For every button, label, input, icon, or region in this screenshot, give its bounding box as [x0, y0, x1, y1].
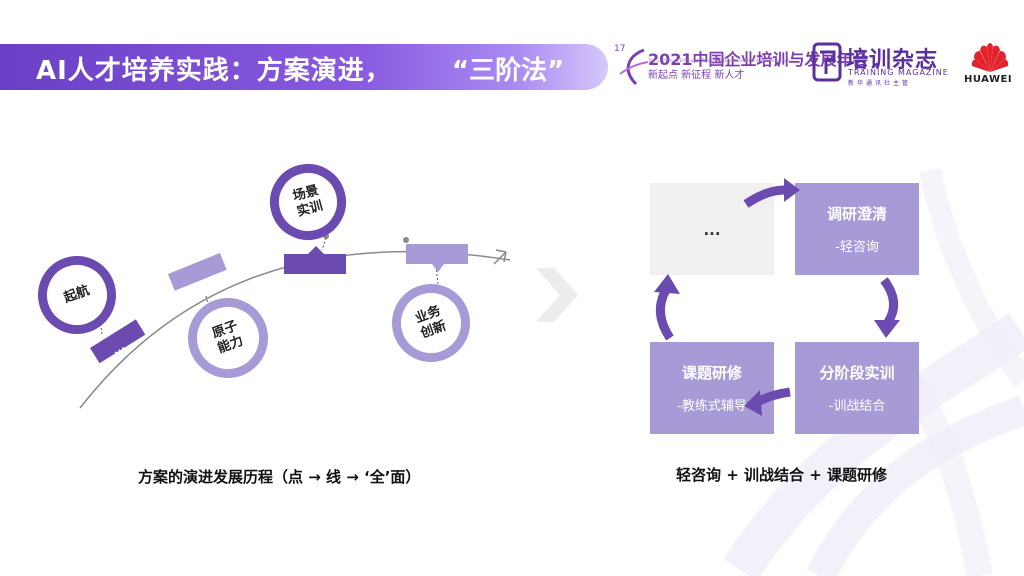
training-magazine-logo: 培训杂志 TRAINING MAGAZINE 新华通讯社主管	[812, 40, 952, 88]
conference-slogan: 新起点 新征程 新人才	[648, 70, 745, 81]
cycle-box-title: 分阶段实训	[819, 364, 895, 382]
cycle-arrows	[654, 178, 900, 416]
arrow-top-icon	[743, 185, 787, 208]
huawei-logo: HUAWEI	[962, 38, 1018, 88]
magazine-name-en: TRAINING MAGAZINE	[848, 68, 949, 77]
cycle-box-title: 课题研修	[681, 364, 742, 382]
cycle-box-topic-study: 课题研修 -教练式辅导	[650, 342, 774, 434]
marker-ellipsis	[90, 319, 146, 364]
magazine-name-cn: 培训杂志	[846, 48, 939, 73]
huawei-flower-icon	[971, 43, 1009, 72]
arrow-right-icon	[880, 277, 898, 325]
cycle-box-subtitle: -训战结合	[828, 399, 886, 414]
arrow-left-icon	[656, 287, 674, 341]
magazine-emblem-icon	[812, 42, 842, 82]
cycle-box-title: ...	[703, 221, 721, 239]
marker-scenario	[284, 246, 346, 274]
magazine-tagline: 新华通讯社主管	[848, 80, 912, 87]
page-title-quote: “三阶法”	[452, 56, 565, 86]
page-title: AI人才培养实践：方案演进，	[36, 56, 392, 86]
conference-logo: 17 2021中国企业培训与发展年会 The 17th China Enterp…	[612, 44, 869, 88]
cycle-box-title: 调研澄清	[826, 205, 887, 223]
conference-edition: 17	[614, 44, 626, 54]
stage-label: 起航	[62, 283, 92, 307]
right-diagram-caption: 轻咨询 + 训战结合 + 课题研修	[676, 466, 888, 484]
chevron-right-icon	[536, 268, 578, 322]
cycle-box-subtitle: -轻咨询	[835, 240, 879, 255]
left-diagram-caption: 方案的演进发展历程（点 → 线 → ‘全’面）	[138, 468, 421, 486]
cycle-box-research: 调研澄清 -轻咨询	[795, 183, 919, 275]
huawei-wordmark: HUAWEI	[964, 74, 1013, 85]
arrow-bottom-icon	[755, 387, 791, 406]
title-bar	[0, 44, 608, 90]
marker-atomic	[168, 253, 227, 291]
cycle-box-subtitle: -教练式辅导	[677, 399, 747, 414]
marker-innovation	[406, 244, 468, 272]
evolution-arc-arrow-icon	[493, 249, 507, 265]
conference-english-line: The 17th China Enterprise Training & Dev…	[648, 58, 790, 63]
conference-swoosh-icon	[619, 48, 649, 86]
cycle-box-staged-training: 分阶段实训 -训战结合	[795, 342, 919, 434]
